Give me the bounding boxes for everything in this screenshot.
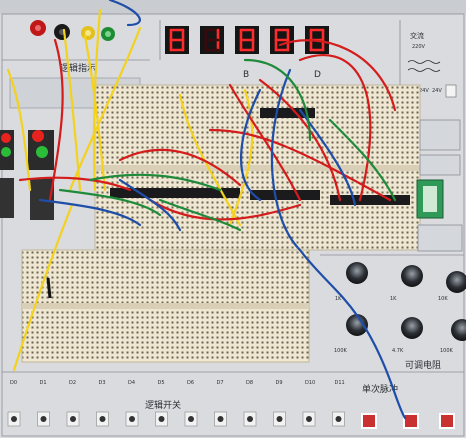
switch-number-label: D9 (276, 380, 283, 386)
logic-switch-lever[interactable] (335, 416, 342, 422)
logic-switch-lever[interactable] (11, 416, 17, 422)
switch-number-label: D6 (187, 380, 194, 386)
pot-10k: 10K (438, 296, 448, 302)
logic-switch-lever[interactable] (158, 416, 165, 422)
switch-number-label: D10 (305, 380, 315, 386)
pot-100k-b: 100K (440, 348, 454, 354)
logic-switch-lever[interactable] (188, 416, 194, 422)
switch-number-label: D1 (40, 380, 47, 386)
switch-number-label: D3 (99, 380, 106, 386)
ac-voltage: 220V (412, 44, 426, 50)
top-strip (0, 0, 466, 14)
switch-number-label: D0 (10, 380, 17, 386)
lower-breadboard-channel (22, 303, 309, 309)
switch-number-label: D8 (246, 380, 253, 386)
jumper-wires (6, 0, 407, 420)
ac-label: 交流 (410, 31, 424, 40)
zif-socket[interactable] (416, 179, 444, 219)
label-24v-a: 24V (419, 88, 429, 94)
adjustable-resistor-label: 可调电阻 (405, 359, 441, 371)
switch-row[interactable]: D0 D1 D2 D3 D4 D5 D6 D7 D8 D9 D10 D11 (7, 380, 345, 427)
logic-switch-lever[interactable] (276, 416, 283, 422)
transformer-symbol (407, 60, 441, 72)
logic-switch-lever[interactable] (217, 416, 224, 422)
logic-switch-lever[interactable] (70, 416, 76, 422)
logic-switch-lever[interactable] (247, 416, 253, 422)
switch-number-label: D11 (335, 380, 345, 386)
potentiometers[interactable] (346, 262, 466, 341)
switch-number-label: D5 (158, 380, 165, 386)
switch-number-label: D4 (128, 380, 135, 386)
pot-47k: 4.7K (392, 348, 404, 354)
label-24v-b: 24V (432, 88, 442, 94)
logic-switch-lever[interactable] (306, 416, 312, 422)
upper-breadboard-channel (95, 165, 420, 171)
left-led-modules (0, 130, 54, 220)
switch-number-label: D7 (217, 380, 224, 386)
logic-switch-lever[interactable] (40, 416, 47, 422)
pulse-buttons[interactable] (361, 413, 455, 429)
black-jumper (46, 277, 52, 299)
logic-switch-lever[interactable] (99, 416, 106, 422)
binding-posts[interactable] (30, 20, 115, 41)
panel-printed-lines (1, 13, 465, 437)
ic-chips (110, 108, 410, 205)
pot-1k-a: 1K (335, 296, 342, 302)
switch-number-label: D2 (69, 380, 76, 386)
segment-letter-d: D (314, 70, 321, 80)
pot-1k-b: 1K (390, 296, 397, 302)
logic-switch-label: 逻辑开关 (145, 399, 181, 411)
single-pulse-label: 单次脉冲 (362, 383, 398, 395)
segment-letter-b: B (243, 70, 249, 80)
logic-switch-lever[interactable] (129, 416, 135, 422)
pot-100k: 100K (334, 348, 348, 354)
right-panel-boxes (417, 119, 463, 252)
